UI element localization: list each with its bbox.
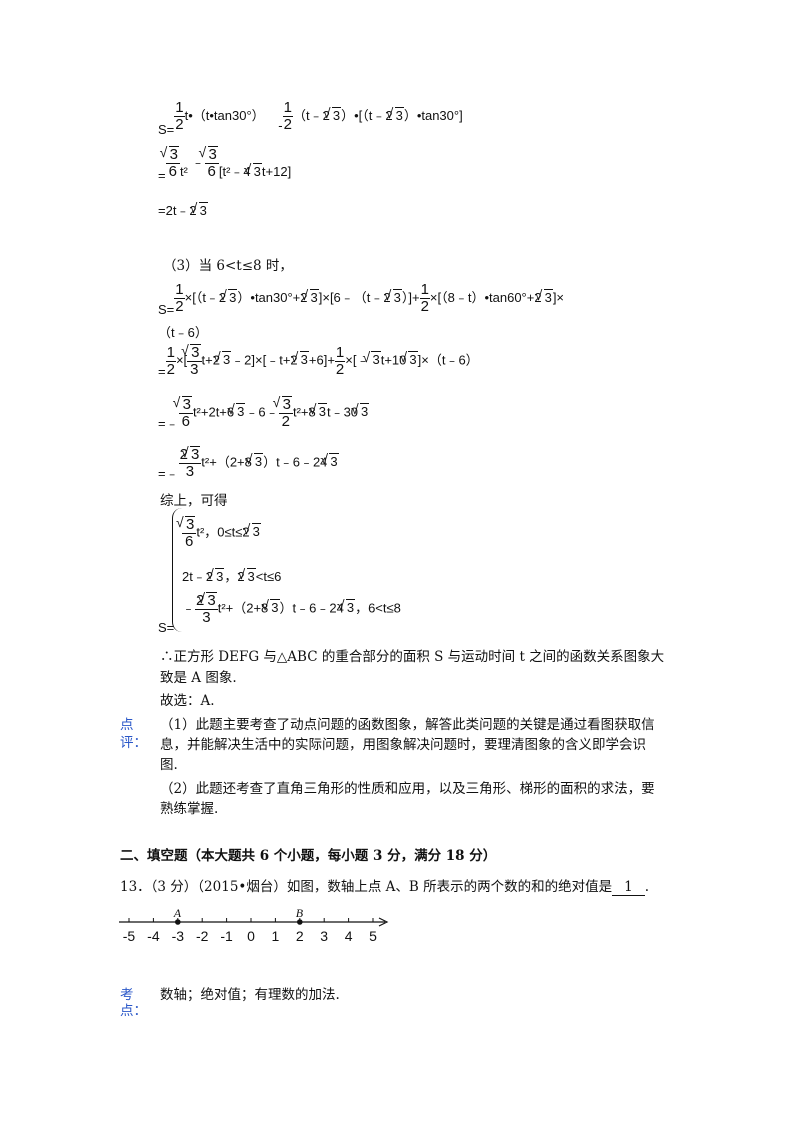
number-line-tick-label: 3 [320, 928, 328, 944]
answer-text: 故选：A. [160, 693, 215, 709]
conclusion-line-1: ∴正方形 DEFG 与△ABC 的重合部分的面积 S 与运动时间 t 之间的函数… [160, 649, 665, 665]
number-line-tick-label: -1 [220, 928, 233, 944]
number-line-tick-label: 4 [345, 928, 353, 944]
number-line-tick-label: 2 [296, 928, 304, 944]
fraction-sqrt3-over-6: 36 [198, 144, 219, 180]
piecewise-s-label: S= [158, 620, 175, 635]
comment-p1-line1: （1）此题主要考查了动点问题的函数图象，解答此类问题的关键是通过看图获取信 [160, 717, 655, 733]
number-line-tick-label: -4 [147, 928, 160, 944]
case-3-heading: （3）当 6<t≤8 时， [163, 258, 293, 274]
comment-p1-line3: 图. [160, 757, 178, 773]
piecewise-case-2: 2t﹣23，23<t≤6 [182, 566, 281, 585]
number-line-tick-label: -5 [123, 928, 136, 944]
point-a-label: A [173, 906, 182, 920]
point-b-dot [297, 919, 303, 925]
formula-line-5: S=12×[（t﹣23）•tan30°+23]×[6﹣（t﹣23）]+12×[（… [158, 282, 564, 317]
piecewise-brace [172, 508, 183, 632]
conclusion-line-2: 致是 A 图象. [160, 670, 237, 686]
formula-line-6: =12×[33t+23﹣2]×[﹣t+23+6]+12×[﹣3t+103]×（t… [158, 342, 479, 379]
point-a-dot [175, 919, 181, 925]
number-line-tick-label: 5 [369, 928, 377, 944]
fraction-sqrt3-over-6: 36 [159, 144, 180, 180]
number-line-tick-label: 0 [247, 928, 255, 944]
comment-p2-line1: （2）此题还考查了直角三角形的性质和应用，以及三角形、梯形的面积的求法，要 [160, 781, 655, 797]
comment-p1-line2: 息，并能解决生活中的实际问题，用图象解决问题时，要理清图象的含义即学会识 [160, 737, 646, 753]
comment-label-1: 点 [120, 717, 134, 733]
comment-label-2: 评： [120, 735, 147, 751]
formula-line-1: S=12t•（t•tan30°） -12（t﹣23）•[（t﹣23）•tan30… [158, 99, 463, 137]
number-line-tick-label: -3 [172, 928, 185, 944]
comment-p2-line2: 熟练掌握. [160, 801, 219, 817]
kaodian-label-2: 点： [120, 1003, 147, 1019]
kaodian-text: 数轴；绝对值；有理数的加法. [160, 987, 340, 1003]
number-line-tick-label: 1 [272, 928, 280, 944]
formula-line-8: =﹣233t²+（2+83）t﹣6﹣243 [158, 444, 339, 481]
summary-text: 综上，可得 [160, 493, 228, 509]
kaodian-label-1: 考 [120, 987, 134, 1003]
answer-blank: 1 [612, 879, 645, 896]
formula-line-5-cont: （t﹣6） [158, 325, 208, 340]
section-heading: 二、填空题（本大题共 6 个小题，每小题 3 分，满分 18 分） [120, 848, 497, 864]
piecewise-case-3: ﹣233t²+（2+83）t﹣6﹣243，6<t≤8 [182, 590, 401, 626]
point-b-label: B [296, 906, 304, 920]
number-line-tick-label: -2 [196, 928, 209, 944]
number-line-arrow [378, 917, 389, 927]
formula-line-3: =2t﹣23 [158, 200, 208, 219]
question-13: 13．（3 分）（2015•烟台）如图，数轴上点 A、B 所表示的两个数的和的绝… [120, 879, 650, 896]
